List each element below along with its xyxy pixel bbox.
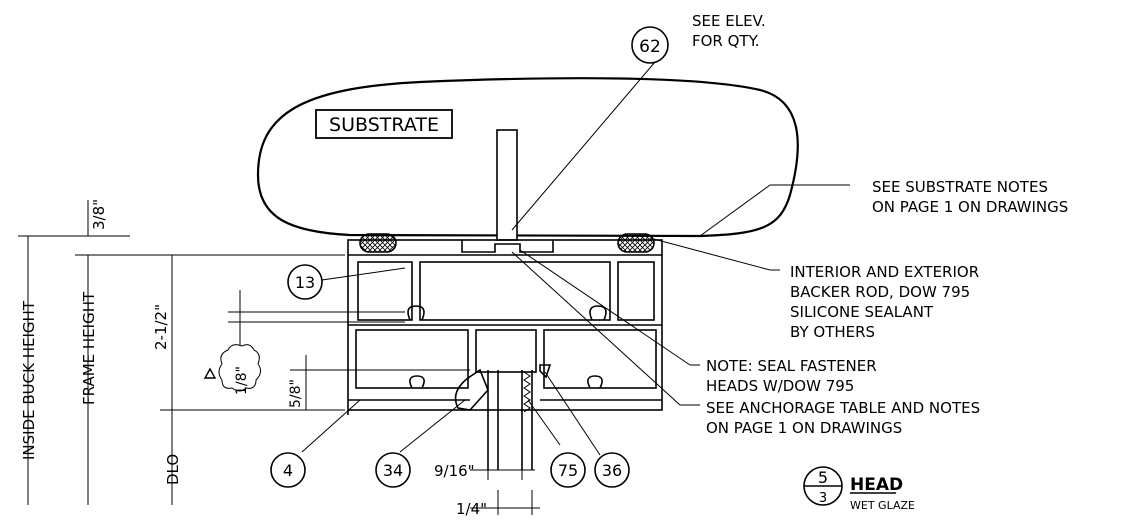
tag-62-group: 62 SEE ELEV. FOR QTY. bbox=[511, 12, 766, 231]
backer-rod-line2: BACKER ROD, DOW 795 bbox=[790, 283, 970, 301]
inside-buck-height-label: INSIDE BUCK HEIGHT bbox=[20, 300, 38, 460]
detail-sheet: 3 bbox=[819, 491, 827, 506]
frame-height-label: FRAME HEIGHT bbox=[80, 291, 98, 405]
dim-three-eighths: 3/8" bbox=[90, 199, 108, 230]
substrate-note-line1: SEE SUBSTRATE NOTES bbox=[872, 178, 1048, 196]
tag-4: 4 bbox=[283, 461, 293, 480]
backer-rod-line4: BY OTHERS bbox=[790, 323, 875, 341]
anchorage-note-line2: ON PAGE 1 ON DRAWINGS bbox=[706, 419, 902, 437]
horizontal-dimensions: 9/16" 1/4" bbox=[434, 462, 540, 518]
dim-five-eighths: 5/8" bbox=[288, 379, 304, 408]
anchorage-note-line1: SEE ANCHORAGE TABLE AND NOTES bbox=[706, 399, 980, 417]
fastener-note-line1: NOTE: SEAL FASTENER bbox=[706, 357, 877, 375]
tag-75: 75 bbox=[558, 461, 578, 480]
backer-rod-line1: INTERIOR AND EXTERIOR bbox=[790, 263, 979, 281]
tag-62: 62 bbox=[639, 37, 661, 57]
dim-two-and-half: 2-1/2" bbox=[152, 304, 170, 350]
detail-number: 5 bbox=[818, 468, 828, 487]
dim-nine-sixteenths: 9/16" bbox=[434, 462, 475, 480]
dim-quarter: 1/4" bbox=[456, 500, 487, 518]
fastener-note-line2: HEADS W/DOW 795 bbox=[706, 377, 854, 395]
part-tags: 13 4 34 75 36 bbox=[270, 264, 630, 488]
backer-rods bbox=[359, 233, 655, 253]
tag-34: 34 bbox=[383, 461, 403, 480]
substrate-note-line2: ON PAGE 1 ON DRAWINGS bbox=[872, 198, 1068, 216]
vertical-dimensions: INSIDE BUCK HEIGHT FRAME HEIGHT DLO 3/8"… bbox=[18, 199, 470, 505]
elev-note-line1: SEE ELEV. bbox=[692, 12, 766, 30]
elev-note-line2: FOR QTY. bbox=[692, 32, 760, 50]
tag-36: 36 bbox=[602, 461, 622, 480]
detail-title: 5 3 HEAD WET GLAZE bbox=[803, 466, 915, 512]
callout-text: SEE SUBSTRATE NOTES ON PAGE 1 ON DRAWING… bbox=[706, 178, 1068, 437]
dlo-label: DLO bbox=[164, 454, 182, 485]
substrate-label-box bbox=[315, 109, 453, 139]
substrate: SUBSTRATE bbox=[256, 77, 799, 241]
detail-title-text: HEAD bbox=[850, 475, 903, 495]
backer-rod-line3: SILICONE SEALANT bbox=[790, 303, 934, 321]
substrate-label: SUBSTRATE bbox=[329, 114, 439, 136]
tag-13: 13 bbox=[295, 273, 315, 292]
frame-extrusion bbox=[347, 239, 663, 470]
leaders bbox=[301, 184, 850, 456]
detail-subtitle: WET GLAZE bbox=[850, 499, 915, 512]
